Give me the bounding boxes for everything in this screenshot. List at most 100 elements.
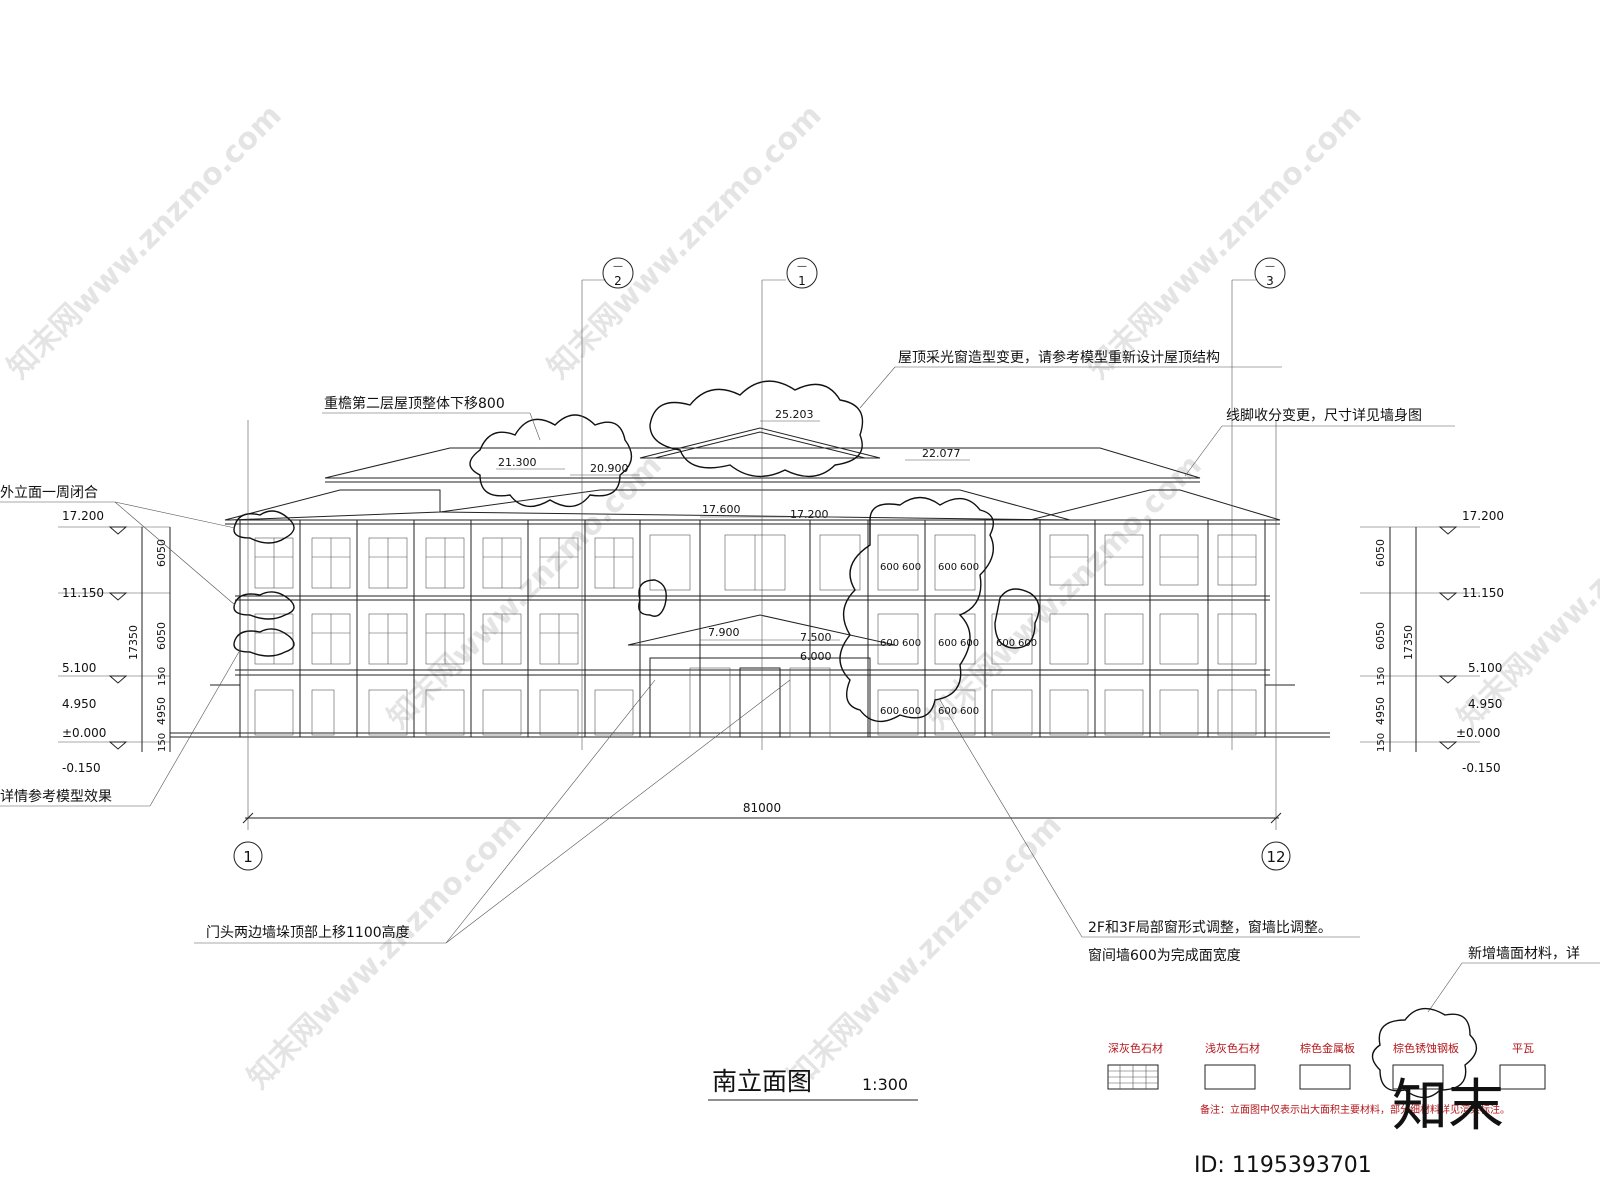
svg-text:150: 150 bbox=[157, 733, 168, 752]
svg-text:600: 600 bbox=[960, 706, 979, 717]
svg-text:1: 1 bbox=[798, 274, 806, 288]
watermark-logo: 知末 ID: 1195393701 bbox=[1194, 1074, 1504, 1178]
svg-text:25.203: 25.203 bbox=[775, 408, 814, 421]
svg-text:20.900: 20.900 bbox=[590, 462, 629, 475]
note-cornice-change: 线脚收分变更，尺寸详见墙身图 bbox=[1226, 408, 1422, 424]
watermark-text: 知末网www.znzmo.com bbox=[541, 98, 829, 386]
watermark-text: 知末网www.znzmo.com bbox=[1, 98, 289, 386]
svg-text:6050: 6050 bbox=[1374, 539, 1387, 567]
note-roof-skylight: 屋顶采光窗造型变更，请参考模型重新设计屋顶结构 bbox=[898, 349, 1220, 366]
axis-lines bbox=[247, 279, 1277, 830]
level-5-100: 5.100 bbox=[62, 661, 96, 675]
svg-text:4950: 4950 bbox=[155, 697, 168, 725]
svg-text:150: 150 bbox=[1376, 733, 1387, 752]
legend-swatch-grid bbox=[1107, 1064, 1159, 1090]
svg-text:6.000: 6.000 bbox=[800, 650, 832, 663]
level-minus: -0.150 bbox=[62, 761, 101, 775]
legend-swatch bbox=[1299, 1064, 1351, 1090]
title-scale: 1:300 bbox=[862, 1075, 908, 1094]
legend-swatch bbox=[1204, 1064, 1256, 1090]
svg-text:—: — bbox=[613, 261, 623, 272]
svg-text:600: 600 bbox=[938, 706, 957, 717]
svg-text:知末: 知末 bbox=[1392, 1074, 1504, 1139]
svg-text:2: 2 bbox=[614, 274, 622, 288]
note-gate-walls: 门头两边墙垛顶部上移1100高度 bbox=[206, 924, 410, 941]
note-window-adjust: 2F和3F局部窗形式调整，窗墙比调整。 bbox=[1088, 919, 1332, 936]
note-see-model: 详情参考模型效果 bbox=[0, 788, 112, 805]
legend-label: 棕色金属板 bbox=[1300, 1041, 1355, 1055]
svg-text:4.950: 4.950 bbox=[1468, 697, 1502, 711]
svg-text:150: 150 bbox=[157, 667, 168, 686]
level-marks-left: 17.200 11.150 5.100 4.950 ±0.000 -0.150 … bbox=[58, 509, 171, 775]
watermark-text: 知末网www.znzmo.com bbox=[381, 448, 669, 736]
svg-text:17.200: 17.200 bbox=[790, 508, 829, 521]
axis-bubble-12: 12 bbox=[1261, 841, 1291, 871]
level-0: ±0.000 bbox=[62, 726, 106, 740]
axis-bubble-top-2: — 2 bbox=[602, 257, 634, 289]
note-facade-closed: 外立面一周闭合 bbox=[0, 485, 98, 501]
svg-text:17.200: 17.200 bbox=[1462, 509, 1504, 523]
svg-text:22.077: 22.077 bbox=[922, 447, 961, 460]
legend-swatch bbox=[1392, 1064, 1444, 1090]
image-id: ID: 1195393701 bbox=[1194, 1153, 1372, 1178]
svg-text:17350: 17350 bbox=[127, 625, 140, 660]
roof-levels: 25.203 21.300 20.900 22.077 17.600 17.20… bbox=[496, 408, 970, 663]
annotations: 屋顶采光窗造型变更，请参考模型重新设计屋顶结构 重檐第二层屋顶整体下移800 线… bbox=[0, 349, 1600, 1013]
svg-text:600: 600 bbox=[938, 562, 957, 573]
svg-text:81000: 81000 bbox=[743, 801, 781, 815]
svg-text:600: 600 bbox=[880, 706, 899, 717]
svg-text:11.150: 11.150 bbox=[1462, 586, 1504, 600]
note-new-material: 新增墙面材料，详 bbox=[1468, 946, 1580, 962]
legend-label: 深灰色石材 bbox=[1108, 1041, 1163, 1055]
svg-text:6050: 6050 bbox=[1374, 622, 1387, 650]
watermark-text: 知末网www.znzmo.com bbox=[781, 808, 1069, 1096]
drawing-title: 南立面图 1:300 bbox=[708, 1067, 918, 1101]
note-eave-move: 重檐第二层屋顶整体下移800 bbox=[324, 395, 505, 412]
axis-bubble-top-1: — 1 bbox=[786, 257, 818, 289]
material-legend: 深灰色石材 浅灰色石材 棕色金属板 棕色锈蚀钢板 平瓦 备注：立面图中仅表示出大… bbox=[1107, 1007, 1546, 1116]
svg-text:600: 600 bbox=[996, 638, 1015, 649]
svg-text:600: 600 bbox=[902, 638, 921, 649]
svg-text:5.100: 5.100 bbox=[1468, 661, 1502, 675]
svg-text:600: 600 bbox=[938, 638, 957, 649]
svg-text:21.300: 21.300 bbox=[498, 456, 537, 469]
svg-text:600: 600 bbox=[880, 562, 899, 573]
watermark-text: 知末网www.znzmo.com bbox=[241, 808, 529, 1096]
svg-text:17350: 17350 bbox=[1402, 625, 1415, 660]
svg-text:±0.000: ±0.000 bbox=[1456, 726, 1500, 740]
legend-swatch bbox=[1499, 1064, 1546, 1090]
svg-text:—: — bbox=[797, 261, 807, 272]
svg-text:4950: 4950 bbox=[1374, 697, 1387, 725]
level-11-150: 11.150 bbox=[62, 586, 104, 600]
svg-text:3: 3 bbox=[1266, 274, 1274, 288]
svg-text:600: 600 bbox=[1018, 638, 1037, 649]
legend-label: 棕色锈蚀钢板 bbox=[1393, 1041, 1459, 1055]
svg-text:12: 12 bbox=[1266, 848, 1285, 866]
axis-bubble-top-3: — 3 bbox=[1254, 257, 1286, 289]
svg-text:6050: 6050 bbox=[155, 539, 168, 567]
building-elevation bbox=[170, 380, 1330, 738]
watermark-text: 知末网www.znzmo.com bbox=[1081, 98, 1369, 386]
overall-dimension: 81000 bbox=[242, 801, 1282, 824]
svg-text:150: 150 bbox=[1376, 667, 1387, 686]
legend-note: 备注：立面图中仅表示出大面积主要材料，部分细材料详见渲染标注。 bbox=[1200, 1103, 1510, 1116]
legend-label: 浅灰色石材 bbox=[1205, 1041, 1260, 1055]
svg-text:1: 1 bbox=[243, 848, 253, 866]
svg-text:600: 600 bbox=[902, 706, 921, 717]
svg-text:7.500: 7.500 bbox=[800, 631, 832, 644]
svg-text:600: 600 bbox=[960, 638, 979, 649]
svg-text:-0.150: -0.150 bbox=[1462, 761, 1501, 775]
window-pier-dims: 600 600 600 600 600 600 600 600 600 600 … bbox=[880, 562, 1037, 717]
note-pier-width: 窗间墙600为完成面宽度 bbox=[1088, 947, 1241, 964]
legend-label: 平瓦 bbox=[1512, 1042, 1534, 1055]
level-4-950: 4.950 bbox=[62, 697, 96, 711]
title-text: 南立面图 bbox=[712, 1067, 812, 1096]
svg-text:600: 600 bbox=[902, 562, 921, 573]
svg-text:—: — bbox=[1265, 261, 1275, 272]
svg-text:17.600: 17.600 bbox=[702, 503, 741, 516]
level-17-200: 17.200 bbox=[62, 509, 104, 523]
svg-text:7.900: 7.900 bbox=[708, 626, 740, 639]
svg-text:6050: 6050 bbox=[155, 622, 168, 650]
level-marks-right: 17.200 11.150 5.100 4.950 ±0.000 -0.150 … bbox=[1360, 509, 1504, 775]
